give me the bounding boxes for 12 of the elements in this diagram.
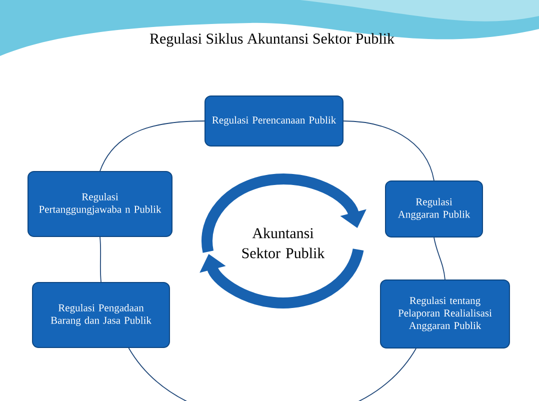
circle-line xyxy=(343,120,434,181)
regulation-box: Regulasi tentang Pelaporan Realialisasi Anggaran Publik xyxy=(380,279,510,348)
regulation-box: Regulasi Pertanggungjawaba n Publik xyxy=(28,171,172,237)
circle-line xyxy=(128,348,416,401)
circle-line xyxy=(100,120,205,172)
circle-line xyxy=(434,237,446,280)
title: Regulasi Siklus Akuntansi Sektor Publik xyxy=(150,33,395,47)
regulation-box: Regulasi Perencanaan Publik xyxy=(204,96,344,146)
regulation-box: Regulasi Pengadaan Barang dan Jasa Publik xyxy=(32,282,170,348)
regulation-box: Regulasi Anggaran Publik xyxy=(385,180,483,238)
center-label: Akuntansi Sektor Publik xyxy=(242,228,325,258)
circle-line xyxy=(100,236,102,282)
